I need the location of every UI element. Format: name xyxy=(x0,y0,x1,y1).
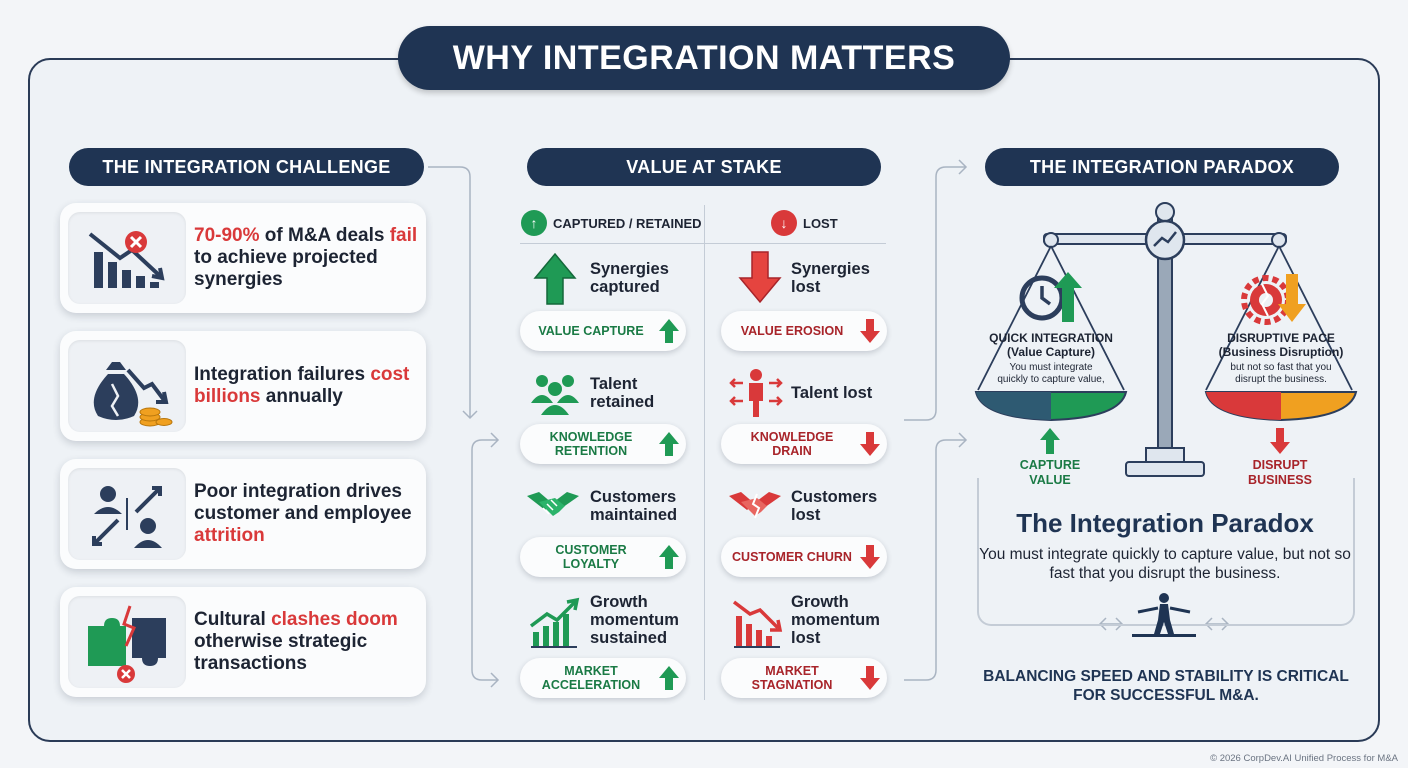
challenge-text-3: Poor integration drives customer and emp… xyxy=(194,459,422,569)
down-arrow-icon xyxy=(853,537,887,577)
captured-pill-label: VALUE CAPTURE xyxy=(538,324,644,338)
challenge-text-4: Cultural clashes doom otherwise strategi… xyxy=(194,587,422,697)
disruptive-pace-title: DISRUPTIVE PACE (Business Disruption) xyxy=(1218,331,1344,359)
team-icon xyxy=(531,375,579,415)
capture-value-label: CAPTURE VALUE xyxy=(1019,458,1081,487)
down-arrow-icon xyxy=(853,424,887,464)
people-leaving-icon xyxy=(68,468,186,560)
highlight-text: cost billions xyxy=(194,364,410,407)
section-heading-paradox: THE INTEGRATION PARADOX xyxy=(985,148,1339,186)
paradox-body: You must integrate quickly to capture va… xyxy=(979,546,1351,582)
lost-label: Talent lost xyxy=(791,384,873,402)
captured-item-synergies: Synergies captured xyxy=(527,250,697,306)
lost-pill: CUSTOMER CHURN xyxy=(721,537,887,577)
captured-label: Synergies captured xyxy=(590,260,669,296)
lost-pill: MARKET STAGNATION xyxy=(721,658,887,698)
column-divider xyxy=(704,205,705,700)
challenge-card: Poor integration drives customer and emp… xyxy=(60,459,426,569)
lost-pill: KNOWLEDGE DRAIN xyxy=(721,424,887,464)
leaf-down-icon: ↓ xyxy=(771,210,797,236)
captured-pill: CUSTOMER LOYALTY xyxy=(520,537,686,577)
leaf-up-icon: ↑ xyxy=(521,210,547,236)
captured-pill-label: CUSTOMER LOYALTY xyxy=(555,543,627,571)
lost-pill: VALUE EROSION xyxy=(721,311,887,351)
lost-pill-label: CUSTOMER CHURN xyxy=(732,550,852,564)
challenge-text-1: 70-90% of M&A deals fail to achieve proj… xyxy=(194,203,422,313)
challenge-text-part: annually xyxy=(260,386,343,407)
captured-label: Growth momentum sustained xyxy=(590,593,679,647)
lost-pill-label: KNOWLEDGE DRAIN xyxy=(750,430,834,458)
challenge-card: 70-90% of M&A deals fail to achieve proj… xyxy=(60,203,426,313)
quick-integration-sub: You must integrate quickly to capture va… xyxy=(997,362,1105,385)
lost-item-customers: Customers lost xyxy=(727,478,897,534)
growth-chart-icon xyxy=(529,597,580,648)
highlight-text: clashes doom xyxy=(271,609,398,630)
lost-column-label: LOST xyxy=(803,215,838,231)
broken-puzzle-icon xyxy=(68,596,186,688)
challenge-text-part: Integration failures xyxy=(194,364,371,385)
captured-pill-label: KNOWLEDGE RETENTION xyxy=(549,430,633,458)
down-arrow-icon xyxy=(853,311,887,351)
challenge-text-part: to achieve projected synergies xyxy=(194,247,378,290)
captured-label: Customers maintained xyxy=(590,488,678,524)
person-leaving-icon xyxy=(729,369,783,417)
captured-item-customers: Customers maintained xyxy=(525,478,695,534)
header-divider xyxy=(520,243,886,244)
money-bag-loss-icon xyxy=(68,340,186,432)
up-arrow-icon xyxy=(652,424,686,464)
arrow-up-icon xyxy=(533,252,577,305)
challenge-card: Integration failures cost billions annua… xyxy=(60,331,426,441)
challenge-card: Cultural clashes doom otherwise strategi… xyxy=(60,587,426,697)
lost-label: Synergies lost xyxy=(791,260,870,296)
tightrope-walker-icon xyxy=(1132,593,1196,637)
balance-scale-icon xyxy=(974,202,1358,477)
challenge-text-part: Poor integration drives customer and emp… xyxy=(194,481,412,524)
section-heading-challenge: THE INTEGRATION CHALLENGE xyxy=(69,148,424,186)
captured-pill: VALUE CAPTURE xyxy=(520,311,686,351)
challenge-text-part: otherwise strategic transactions xyxy=(194,631,368,674)
disruptive-pace-sub: but not so fast that you disrupt the bus… xyxy=(1230,362,1332,385)
lost-item-growth: Growth momentum lost xyxy=(730,592,900,648)
paradox-heading: The Integration Paradox xyxy=(1016,508,1314,538)
down-arrow-icon xyxy=(853,658,887,698)
captured-pill: KNOWLEDGE RETENTION xyxy=(520,424,686,464)
disrupt-business-label: DISRUPT BUSINESS xyxy=(1248,458,1312,487)
challenge-text-part: of M&A deals xyxy=(259,225,390,246)
arrow-down-icon xyxy=(738,251,782,304)
up-arrow-icon xyxy=(652,311,686,351)
lost-label: Growth momentum lost xyxy=(791,593,880,647)
copyright: © 2026 CorpDev.AI Unified Process for M&… xyxy=(1210,753,1398,764)
paradox-footer: BALANCING SPEED AND STABILITY IS CRITICA… xyxy=(983,668,1349,704)
captured-pill-label: MARKET ACCELERATION xyxy=(541,664,641,692)
lost-pill-label: MARKET STAGNATION xyxy=(751,664,833,692)
lost-column-header: ↓ LOST xyxy=(771,210,838,236)
challenge-text-part: Cultural xyxy=(194,609,272,630)
up-arrow-icon xyxy=(652,658,686,698)
lost-item-talent: Talent lost xyxy=(728,365,898,421)
lost-label: Customers lost xyxy=(791,488,878,524)
up-arrow-icon xyxy=(652,537,686,577)
captured-item-growth: Growth momentum sustained xyxy=(527,592,697,648)
highlight-text: fail xyxy=(389,225,418,246)
captured-item-talent: Talent retained xyxy=(527,365,697,421)
lost-pill-label: VALUE EROSION xyxy=(740,324,844,338)
handshake-icon xyxy=(527,492,579,516)
captured-column-label: CAPTURED / RETAINED xyxy=(553,215,702,231)
quick-integration-title: QUICK INTEGRATION (Value Capture) xyxy=(989,331,1113,359)
challenge-text-2: Integration failures cost billions annua… xyxy=(194,331,422,441)
declining-bar-chart-icon xyxy=(68,212,186,304)
highlight-text: attrition xyxy=(194,525,265,546)
highlight-text: 70-90% xyxy=(194,225,260,246)
captured-label: Talent retained xyxy=(590,375,655,411)
page-title: WHY INTEGRATION MATTERS xyxy=(398,26,1010,90)
section-heading-value: VALUE AT STAKE xyxy=(527,148,881,186)
captured-column-header: ↑ CAPTURED / RETAINED xyxy=(521,210,702,236)
decline-chart-icon xyxy=(732,600,783,648)
lost-item-synergies: Synergies lost xyxy=(732,250,902,306)
broken-handshake-icon xyxy=(729,492,781,519)
captured-pill: MARKET ACCELERATION xyxy=(520,658,686,698)
